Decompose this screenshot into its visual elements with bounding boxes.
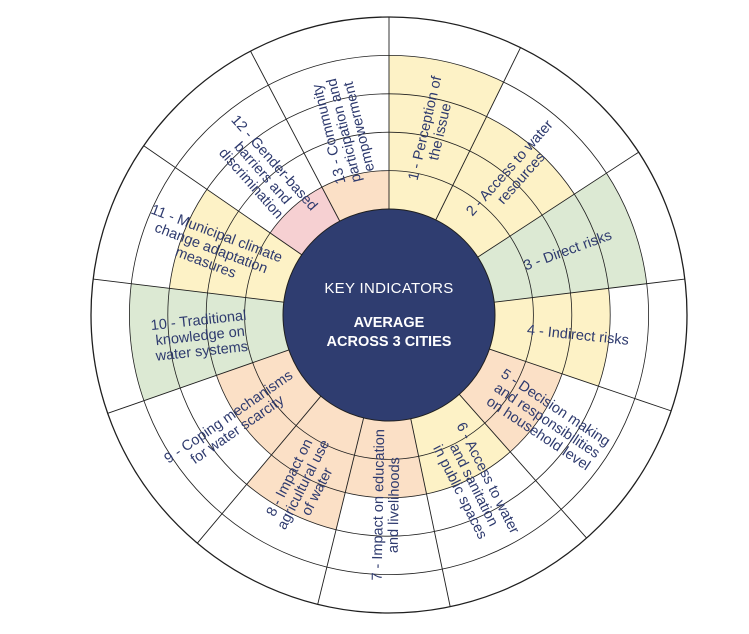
segment-fill-5 [459,349,563,452]
spoke-line [317,417,365,605]
center-subtitle-line2: ACROSS 3 CITIES [327,334,452,350]
spoke-line [477,151,639,258]
segment-fill-1 [389,55,504,220]
spoke-line [143,145,303,256]
spoke-line [196,395,322,544]
spoke-line [410,418,451,607]
segment-fill-13 [321,170,389,222]
spoke-line [107,349,290,414]
segment-fill-4 [489,288,611,387]
spoke-line [494,278,685,303]
segment-fill-9 [216,349,321,455]
segment-fill-12 [270,187,340,255]
spoke-line [250,50,341,222]
segment-fill-6 [410,394,511,494]
segment-label-13: 13 - Communityparticipation andempowerme… [309,73,380,188]
center-circle [282,208,496,422]
segment-fill-11 [169,189,302,303]
spoke-line [489,348,672,412]
segment-fill-8 [246,396,364,530]
segment-fill-7 [345,417,427,498]
segment-label-10: 10 - Traditionalknowledge onwater system… [150,308,250,365]
spoke-line [458,394,587,539]
center-subtitle-line1: AVERAGE [354,315,425,331]
segment-label-7: 7 - Impact on educationand livelihoods [370,429,404,581]
segment-fills [129,55,647,530]
spoke-line [93,278,284,303]
spoke-line [435,47,521,221]
center-title: KEY INDICATORS [324,280,453,297]
segment-fill-10 [129,283,289,401]
spoke-lines [93,17,685,607]
segment-fill-3 [477,173,647,303]
